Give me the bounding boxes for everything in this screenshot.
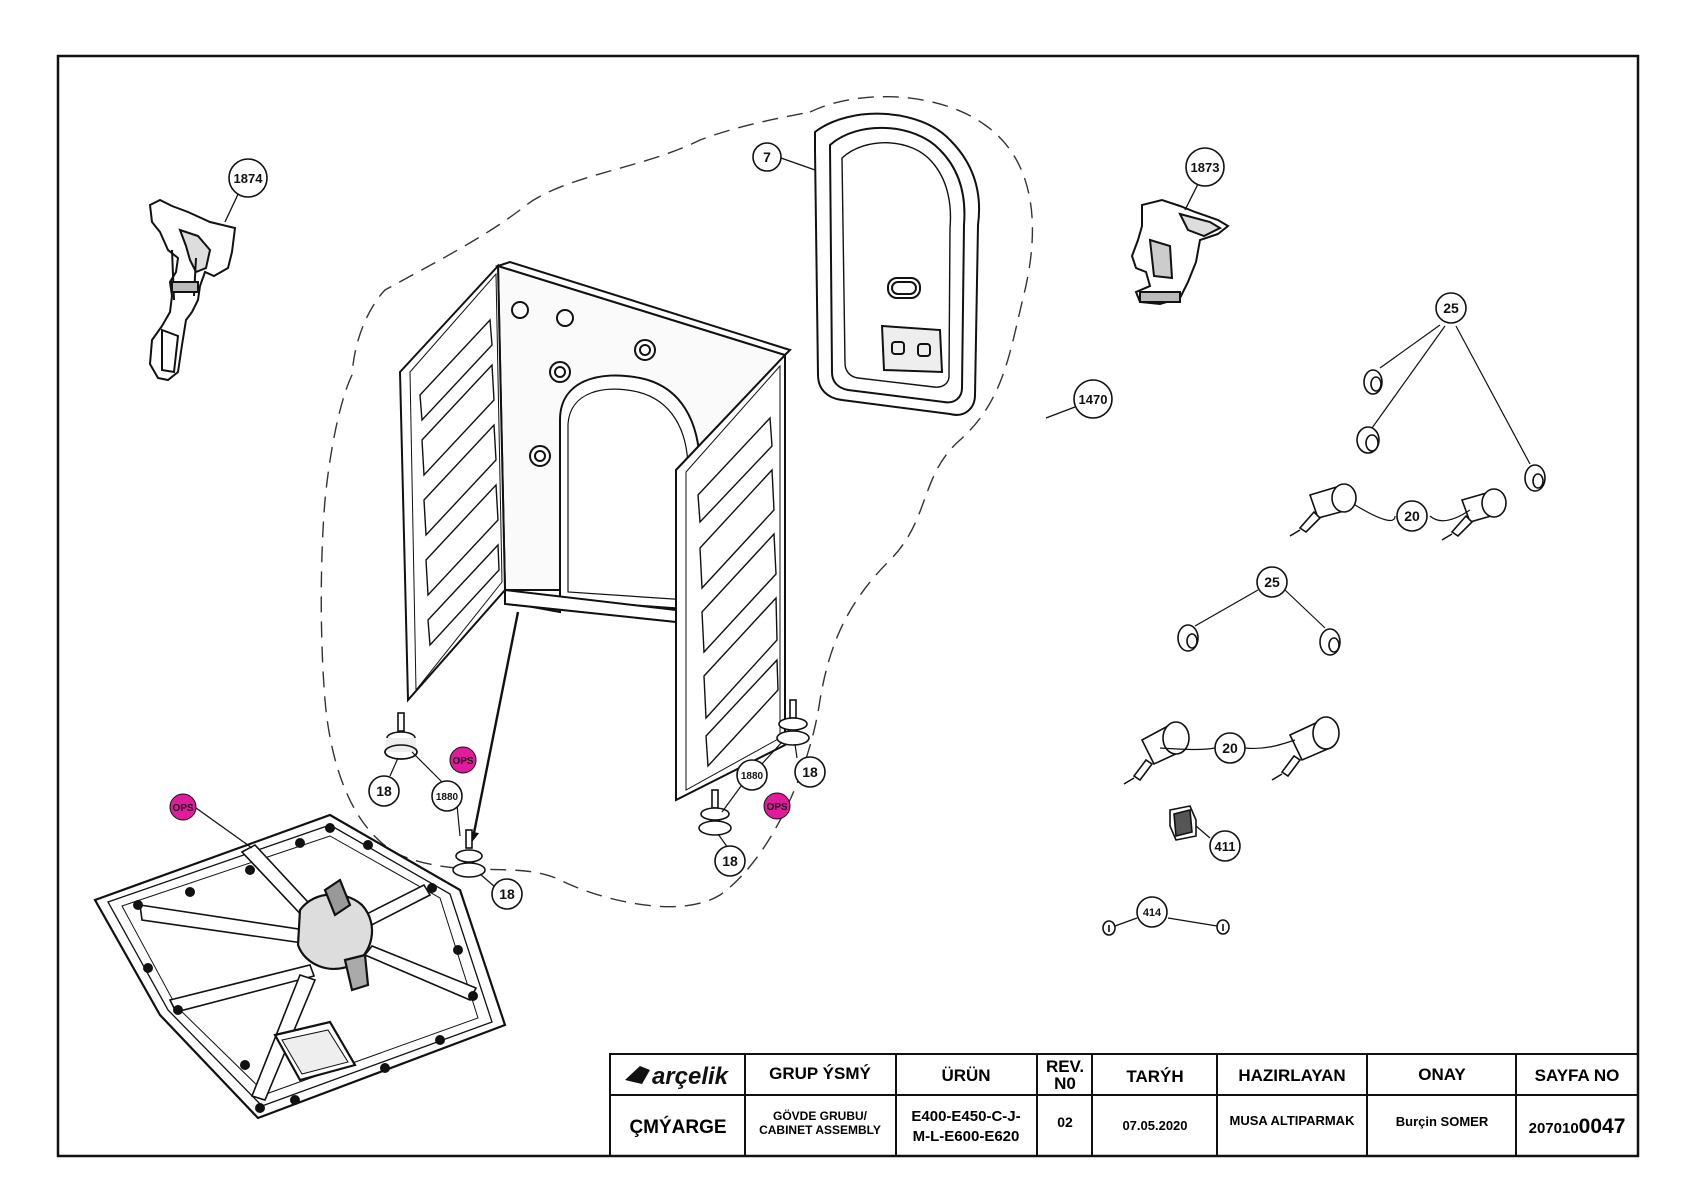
page-no-value: 2070100047 (1529, 1115, 1626, 1138)
leader-20-mid (1159, 739, 1296, 751)
base-bolts (133, 823, 478, 1113)
approval-value: Burçin SOMER (1396, 1114, 1489, 1129)
ops-marker-base: OPS (169, 793, 197, 821)
header-product: ÜRÜN (941, 1066, 990, 1085)
cabinet-assembly (398, 260, 792, 802)
leader-1874 (224, 189, 241, 223)
svg-text:18: 18 (376, 783, 392, 799)
leader-7 (780, 157, 816, 171)
callout-7: 7 (752, 142, 782, 172)
foot-group-right-bottom (698, 789, 732, 836)
svg-text:20: 20 (1222, 740, 1238, 756)
svg-text:1880: 1880 (741, 771, 764, 782)
front-panel-part-7 (814, 112, 981, 416)
svg-text:7: 7 (763, 149, 771, 165)
svg-text:arçelik: arçelik (652, 1063, 730, 1090)
svg-text:OPS: OPS (766, 802, 787, 813)
callout-25-mid: 25 (1256, 566, 1288, 598)
callout-411: 411 (1209, 830, 1241, 862)
callout-25-top: 25 (1435, 292, 1467, 324)
clip-part-411 (1169, 805, 1197, 841)
svg-text:20: 20 (1404, 508, 1420, 524)
header-rev-line1: REV. (1046, 1057, 1084, 1076)
svg-text:25: 25 (1443, 300, 1459, 316)
svg-text:1873: 1873 (1191, 160, 1220, 175)
svg-text:1470: 1470 (1079, 392, 1108, 407)
foot-group-right-top (776, 699, 810, 746)
date-value: 07.05.2020 (1122, 1118, 1187, 1133)
ops-marker-center: OPS (449, 746, 477, 774)
ops-marker-right: OPS (763, 792, 791, 820)
leaders-25-top (1371, 324, 1531, 465)
header-page-no: SAYFA NO (1535, 1066, 1620, 1085)
clip-part-1874 (148, 198, 237, 382)
product-family-value: ÇMÝARGE (629, 1116, 726, 1138)
svg-text:18: 18 (802, 764, 818, 780)
header-rev-line2: N0 (1054, 1074, 1076, 1093)
callout-20-mid: 20 (1214, 732, 1246, 764)
foot-group-left (384, 712, 418, 760)
leaders-414 (1114, 917, 1218, 927)
title-block: arçelik GRUP ÝSMÝ ÜRÜN REV. N0 TARÝH HAZ… (609, 1053, 1639, 1157)
product-value-line1: E400-E450-C-J- (911, 1108, 1020, 1125)
group-name-value-line1: GÖVDE GRUBU/ (773, 1108, 868, 1123)
page-no-prefix: 207010 (1529, 1120, 1579, 1137)
callout-1880-right: 1880 (736, 759, 768, 791)
callout-1874: 1874 (228, 158, 268, 198)
page-no-suffix: 0047 (1579, 1115, 1626, 1138)
callout-18-center: 18 (491, 878, 523, 910)
callout-1873: 1873 (1185, 147, 1225, 187)
cap-parts-25-mid (1177, 624, 1341, 656)
callout-1880-left: 1880 (431, 780, 463, 812)
svg-text:OPS: OPS (172, 803, 193, 814)
rev-no-value: 02 (1057, 1114, 1073, 1130)
leader-411 (1195, 825, 1211, 839)
foot-group-center (452, 829, 486, 878)
callout-18-right-bottom: 18 (714, 845, 746, 877)
header-approval: ONAY (1418, 1065, 1466, 1084)
header-prepared-by: HAZIRLAYAN (1238, 1066, 1345, 1085)
base-frame (93, 813, 507, 1120)
cap-parts-25-top (1356, 369, 1546, 492)
group-1470-dashed-outline (320, 95, 1034, 908)
callout-18-right-top: 18 (794, 756, 826, 788)
clip-part-1873 (1130, 198, 1230, 306)
screw-parts-414 (1102, 919, 1230, 936)
leader-20-top (1354, 504, 1471, 522)
foot-bolt-parts-20-top (1289, 483, 1507, 541)
header-group-name: GRUP ÝSMÝ (769, 1064, 871, 1083)
assembly-arrow (469, 611, 520, 842)
product-value-line2: M-L-E600-E620 (913, 1128, 1020, 1145)
foot-bolt-parts-20-mid (1123, 716, 1340, 785)
header-date: TARÝH (1126, 1067, 1183, 1086)
prepared-by-value: MUSA ALTIPARMAK (1230, 1113, 1356, 1128)
callout-1470: 1470 (1073, 379, 1113, 419)
callout-18-left: 18 (368, 775, 400, 807)
svg-text:1880: 1880 (436, 792, 459, 803)
leader-base-ops (195, 807, 253, 849)
svg-text:18: 18 (722, 853, 738, 869)
svg-text:18: 18 (499, 886, 515, 902)
svg-text:411: 411 (1215, 839, 1236, 854)
leader-1470 (1045, 406, 1076, 419)
callout-414: 414 (1136, 896, 1168, 928)
svg-text:OPS: OPS (452, 756, 473, 767)
svg-text:414: 414 (1143, 907, 1162, 919)
arcelik-bird-logo-icon (625, 1066, 650, 1084)
svg-text:1874: 1874 (234, 171, 264, 186)
brand-logo: arçelik (625, 1063, 730, 1090)
group-name-value-line2: CABINET ASSEMBLY (759, 1123, 881, 1137)
callout-20-top: 20 (1396, 500, 1428, 532)
leaders-25-mid (1194, 589, 1326, 629)
svg-text:25: 25 (1264, 574, 1280, 590)
